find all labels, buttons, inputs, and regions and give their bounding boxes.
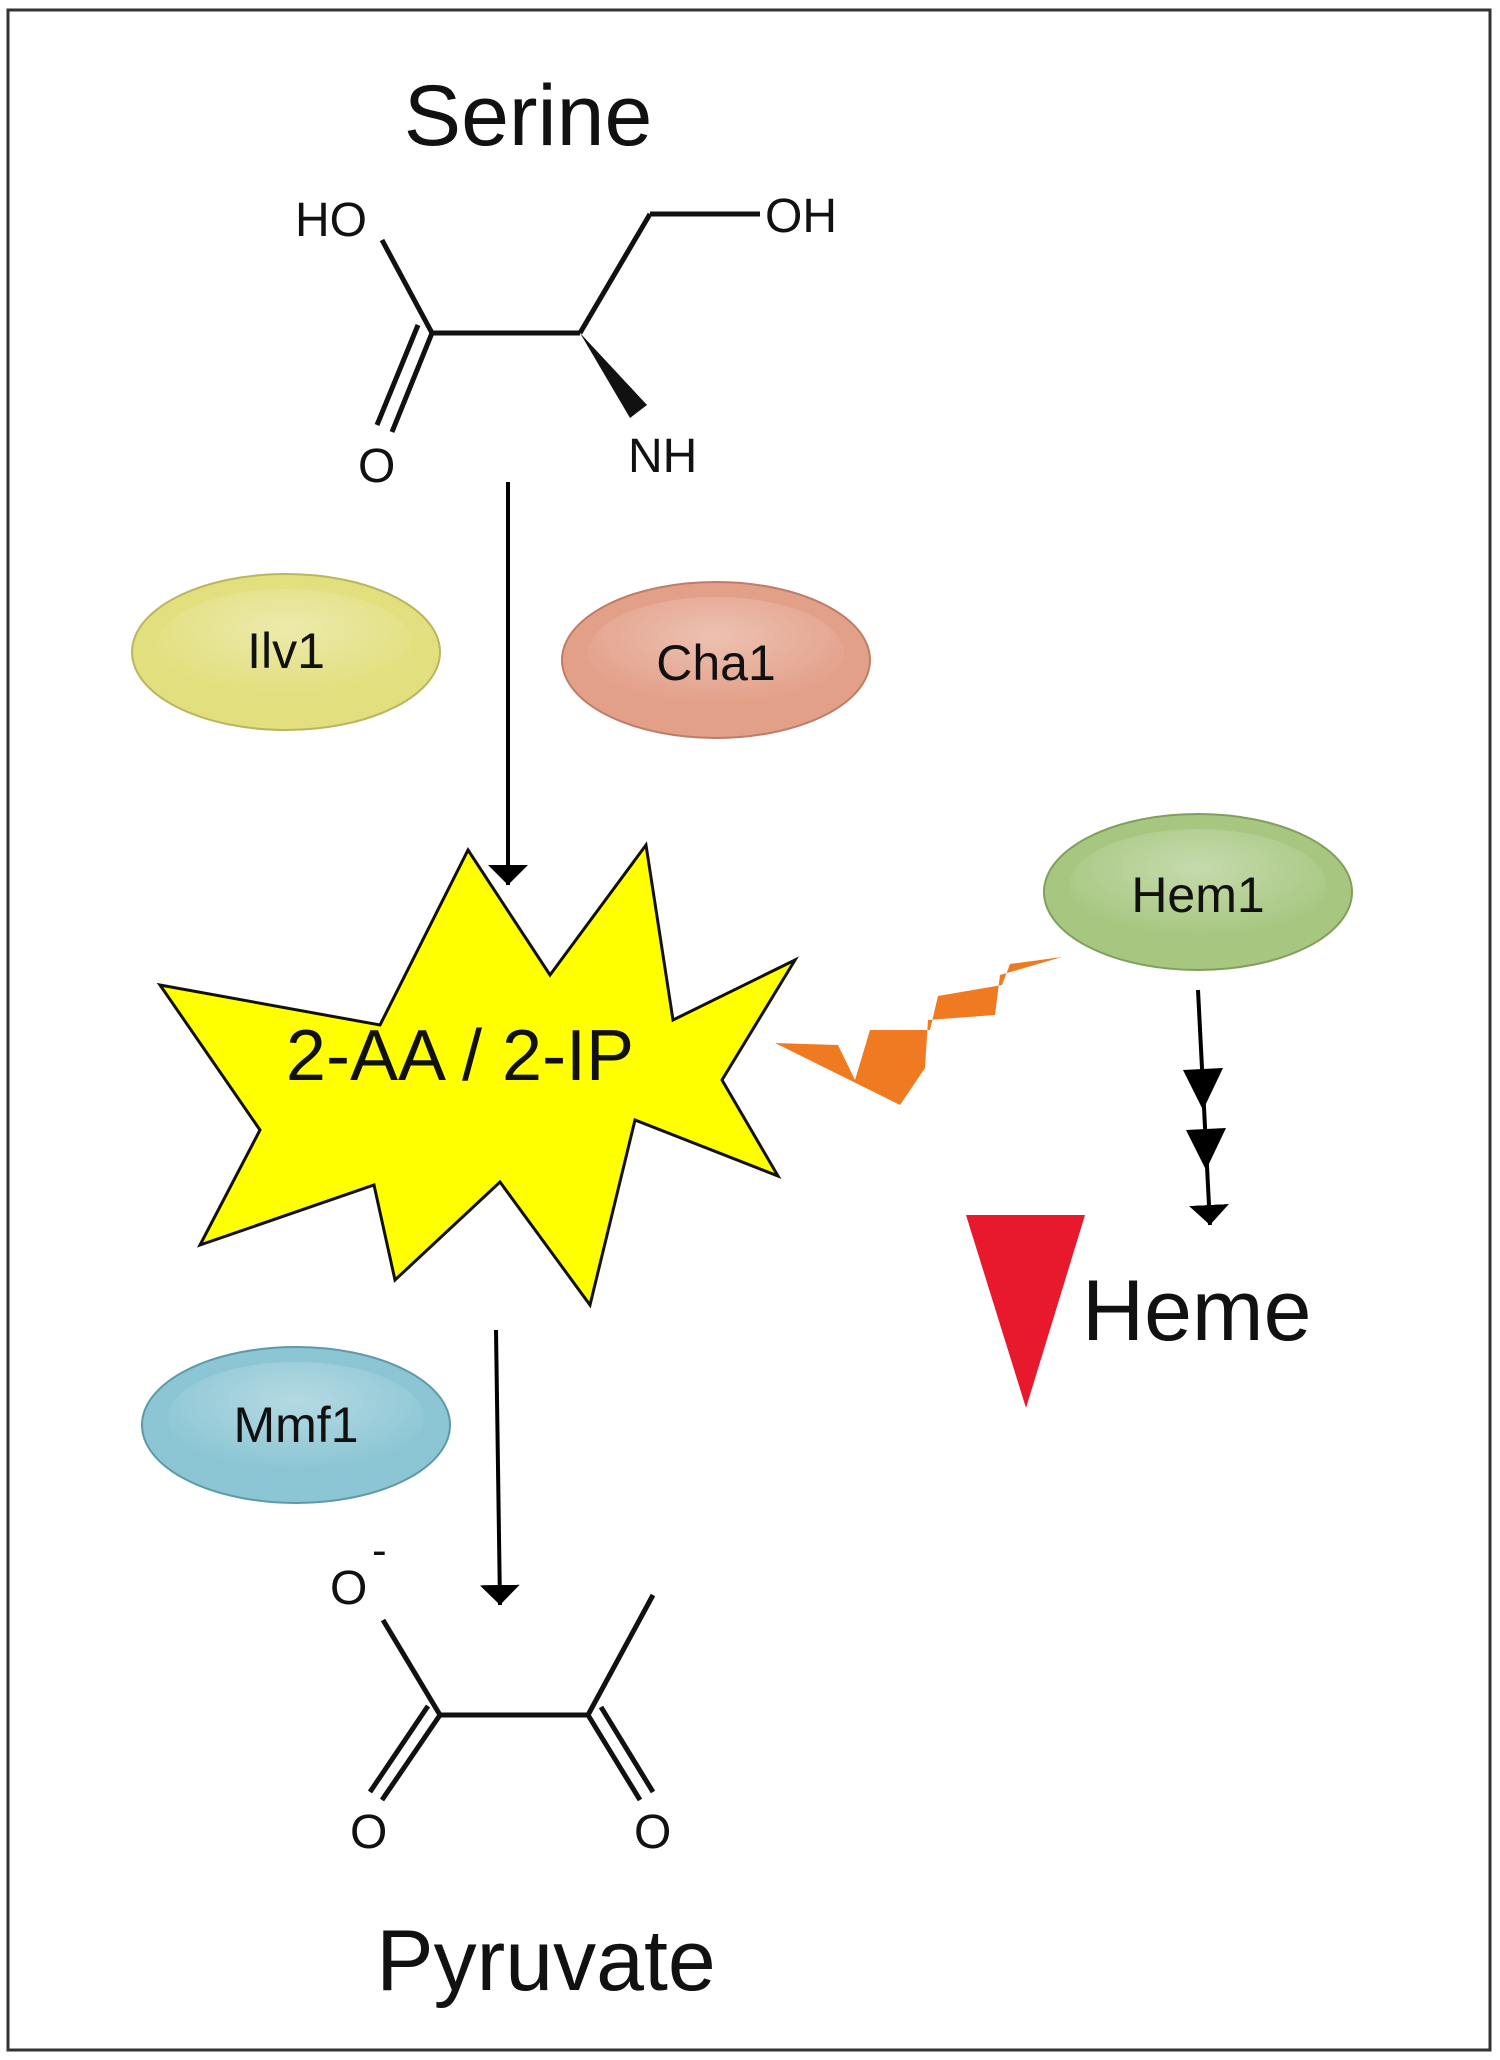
pyruvate-title: Pyruvate — [376, 1913, 715, 2009]
decrease-triangle-icon — [966, 1215, 1085, 1408]
pyruvate-structure — [367, 1593, 656, 1802]
intermediate-starburst — [156, 841, 799, 1309]
mmf1-label: Mmf1 — [234, 1397, 359, 1453]
heme-label: Heme — [1082, 1263, 1311, 1359]
serine-nh-label: NH — [628, 430, 697, 483]
arrow-hem1-to-heme — [1183, 989, 1229, 1226]
mmf1-enzyme: Mmf1 — [141, 1346, 451, 1504]
hem1-label: Hem1 — [1131, 867, 1264, 923]
serine-o-label: O — [358, 440, 395, 493]
arrow-intermediate-to-pyruvate — [479, 1329, 520, 1606]
pyruvate-o-right-label: O — [634, 1806, 671, 1859]
ilv1-label: Ilv1 — [247, 623, 325, 679]
pyruvate-o-left-label: O — [350, 1806, 387, 1859]
hem1-enzyme: Hem1 — [1043, 813, 1353, 971]
intermediate-label: 2-AA / 2-IP — [286, 1016, 634, 1096]
pyruvate-o-minus-label: O — [330, 1562, 367, 1615]
serine-title: Serine — [404, 68, 653, 164]
inhibition-bolt-icon — [775, 957, 1062, 1105]
cha1-enzyme: Cha1 — [561, 581, 871, 739]
ilv1-enzyme: Ilv1 — [131, 573, 441, 731]
serine-structure — [374, 211, 760, 433]
cha1-label: Cha1 — [656, 635, 776, 691]
serine-ho-label: HO — [295, 194, 367, 247]
pyruvate-charge-label: - — [372, 1526, 387, 1575]
stereo-wedge-bond — [580, 333, 647, 418]
serine-oh-label: OH — [765, 190, 837, 243]
